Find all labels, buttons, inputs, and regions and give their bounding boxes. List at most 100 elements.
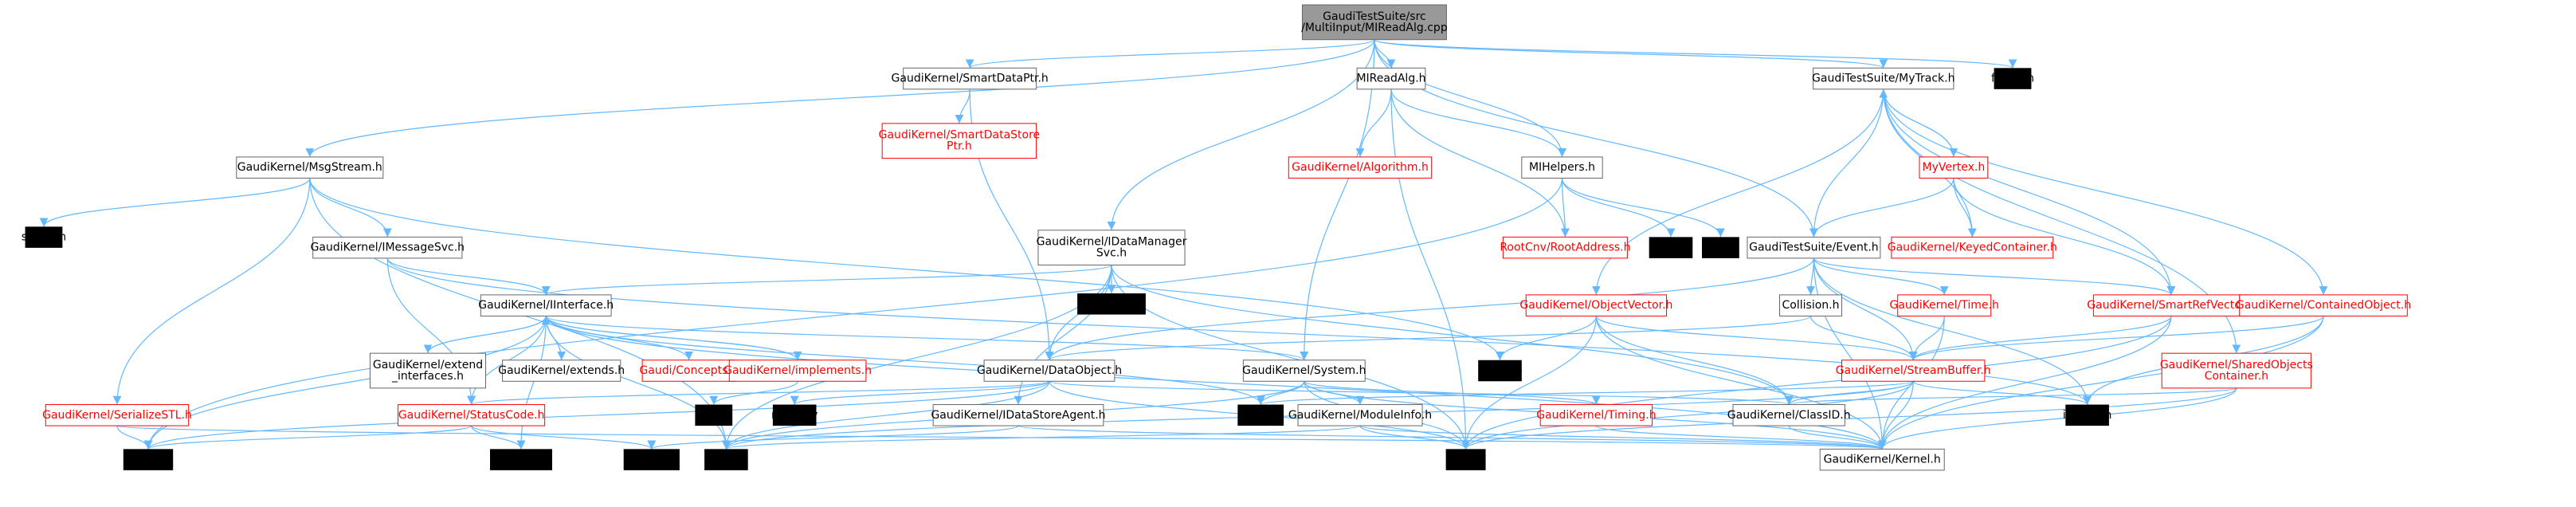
node-statuscode[interactable]: GaudiKernel/StatusCode.h bbox=[398, 404, 546, 426]
node-serializestl[interactable]: GaudiKernel/SerializeSTL.h bbox=[42, 404, 192, 426]
edge-collision-to-streambuffer bbox=[1809, 316, 1918, 360]
edge-msgstream-to-imessagesvc bbox=[309, 178, 392, 238]
node-mireadalg[interactable]: MIReadAlg.h bbox=[1356, 67, 1426, 90]
node-box bbox=[312, 236, 463, 259]
node-box bbox=[1242, 360, 1366, 382]
node-box bbox=[903, 67, 1037, 90]
node-label: RootCnv/RootAddress.h bbox=[1500, 242, 1630, 254]
node-kernel[interactable]: GaudiKernel/Kernel.h bbox=[1819, 448, 1945, 471]
node-label: tuple bbox=[1707, 242, 1735, 254]
node-label: iomanip bbox=[1477, 364, 1522, 377]
node-box bbox=[1841, 360, 1986, 382]
node-label: _interfaces.h bbox=[391, 370, 464, 383]
node-label: GaudiTestSuite/src bbox=[1323, 10, 1426, 23]
node-box bbox=[45, 404, 190, 426]
node-containedobject[interactable]: GaudiKernel/ContainedObject.h bbox=[2236, 294, 2411, 316]
node-extend_interfaces[interactable]: GaudiKernel/extend_interfaces.h bbox=[369, 352, 487, 389]
edge-serializestl-to-kernel bbox=[116, 425, 1885, 450]
node-label: GaudiKernel/SmartDataStore bbox=[879, 129, 1041, 142]
node-box bbox=[772, 404, 817, 426]
node-label: GaudiKernel/IInterface.h bbox=[478, 299, 614, 312]
node-box bbox=[1301, 4, 1447, 41]
edge-event-to-time bbox=[1813, 257, 1949, 296]
node-iomanip: iomanip bbox=[1477, 360, 1523, 382]
node-box bbox=[1891, 236, 2054, 259]
node-mihelpers[interactable]: MIHelpers.h bbox=[1521, 156, 1603, 179]
node-box bbox=[1732, 404, 1845, 426]
node-label: MIReadAlg.h bbox=[1356, 73, 1425, 85]
node-keyedcontainer[interactable]: GaudiKernel/KeyedContainer.h bbox=[1888, 236, 2057, 259]
node-mytrack[interactable]: GaudiTestSuite/MyTrack.h bbox=[1812, 67, 1955, 90]
node-label: GaudiKernel/extends.h bbox=[498, 364, 625, 377]
edge-event-to-dataobject bbox=[1045, 257, 1814, 360]
nodes-layer: GaudiTestSuite/src/MultiInput/MIReadAlg.… bbox=[22, 4, 2411, 471]
node-label: /MultiInput/MIReadAlg.cpp bbox=[1301, 22, 1448, 34]
node-functional: functional bbox=[623, 449, 680, 470]
edge-root-to-mihelpers bbox=[1374, 39, 1566, 157]
edge-idatamanagersvc-to-classid bbox=[1111, 265, 1794, 405]
node-objectvector[interactable]: GaudiKernel/ObjectVector.h bbox=[1519, 294, 1672, 316]
node-rootaddress[interactable]: RootCnv/RootAddress.h bbox=[1500, 236, 1630, 259]
node-streambuffer[interactable]: GaudiKernel/StreamBuffer.h bbox=[1836, 360, 1991, 382]
node-imessagesvc[interactable]: GaudiKernel/IMessageSvc.h bbox=[311, 236, 465, 259]
node-label: GaudiKernel/ClassID.h bbox=[1727, 409, 1851, 422]
node-msgstream[interactable]: GaudiKernel/MsgStream.h bbox=[236, 156, 384, 179]
node-box bbox=[932, 404, 1104, 426]
edge-system-to-timing bbox=[1304, 380, 1601, 406]
node-box bbox=[236, 156, 384, 179]
edge-mihelpers-to-istream bbox=[1561, 178, 1676, 238]
edge-mihelpers-to-tuple bbox=[1561, 178, 1725, 238]
node-time[interactable]: GaudiKernel/Time.h bbox=[1890, 294, 1999, 316]
node-label: istream bbox=[1650, 242, 1692, 254]
edge-mireadalg-to-vector bbox=[1390, 88, 1470, 450]
node-algorithm[interactable]: GaudiKernel/Algorithm.h bbox=[1288, 156, 1433, 179]
edge-root-to-fstream bbox=[1374, 39, 2017, 69]
node-type_traits: type_traits bbox=[490, 449, 552, 470]
node-extends[interactable]: GaudiKernel/extends.h bbox=[498, 360, 625, 382]
node-box bbox=[2065, 404, 2109, 426]
edge-smartrefvector-to-kernel bbox=[1877, 316, 2172, 450]
edge-event-to-kernel bbox=[1813, 257, 1887, 450]
node-classid[interactable]: GaudiKernel/ClassID.h bbox=[1727, 404, 1851, 426]
node-label: functional bbox=[624, 454, 680, 466]
node-box bbox=[123, 449, 174, 470]
node-smartrefvector[interactable]: GaudiKernel/SmartRefVector.h bbox=[2087, 294, 2256, 316]
node-box bbox=[1525, 294, 1668, 316]
node-moduleinfo[interactable]: GaudiKernel/ModuleInfo.h bbox=[1288, 404, 1432, 426]
edge-myvertex-to-event bbox=[1809, 178, 1955, 238]
node-event[interactable]: GaudiTestSuite/Event.h bbox=[1747, 236, 1881, 259]
node-iostream: iostream bbox=[2063, 404, 2111, 426]
node-iinterface[interactable]: GaudiKernel/IInterface.h bbox=[478, 294, 614, 316]
edge-iinterface-to-string bbox=[545, 316, 731, 450]
node-label: GaudiKernel/SmartRefVector.h bbox=[2087, 299, 2255, 312]
node-box bbox=[881, 123, 1037, 159]
edge-sharedobjectscontainer-to-vector bbox=[1461, 387, 2237, 450]
node-myvertex[interactable]: MyVertex.h bbox=[1919, 156, 1989, 179]
node-label: GaudiKernel/StreamBuffer.h bbox=[1836, 364, 1991, 377]
edge-event-to-streambuffer bbox=[1813, 257, 1918, 360]
node-concepts[interactable]: Gaudi/Concepts.h bbox=[639, 360, 739, 382]
edge-containedobject-to-kernel bbox=[1877, 316, 2324, 450]
node-label: GaudiTestSuite/Event.h bbox=[1749, 242, 1879, 254]
node-idatastoreagent[interactable]: GaudiKernel/IDataStoreAgent.h bbox=[931, 404, 1106, 426]
node-box bbox=[704, 449, 748, 470]
node-label: GaudiKernel/IMessageSvc.h bbox=[311, 242, 465, 254]
edge-serializestl-to-ostream bbox=[116, 425, 153, 450]
node-dataobject[interactable]: GaudiKernel/DataObject.h bbox=[977, 360, 1122, 382]
node-implements[interactable]: GaudiKernel/implements.h bbox=[723, 360, 872, 382]
edge-mireadalg-to-rootaddress bbox=[1390, 88, 1570, 238]
node-root[interactable]: GaudiTestSuite/src/MultiInput/MIReadAlg.… bbox=[1301, 4, 1448, 41]
node-sstream: sstream bbox=[22, 226, 66, 248]
node-system[interactable]: GaudiKernel/System.h bbox=[1242, 360, 1366, 382]
node-box bbox=[1037, 230, 1186, 265]
node-collision[interactable]: Collision.h bbox=[1779, 294, 1842, 316]
node-box bbox=[1994, 68, 2032, 89]
edge-collision-to-dataobject bbox=[1045, 315, 1812, 361]
node-box bbox=[1288, 156, 1433, 179]
node-timing[interactable]: GaudiKernel/Timing.h bbox=[1536, 404, 1657, 426]
node-smartdataptr[interactable]: GaudiKernel/SmartDataPtr.h bbox=[892, 67, 1049, 90]
